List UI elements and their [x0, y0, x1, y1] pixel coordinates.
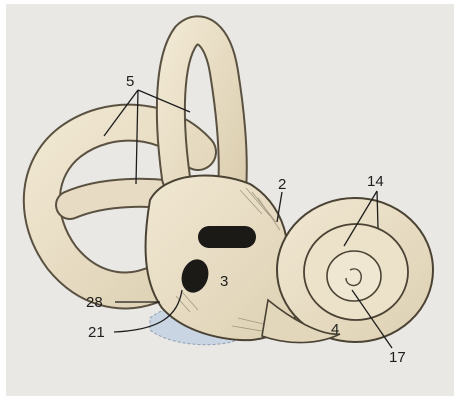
label-2: 2 [278, 176, 286, 193]
label-28: 28 [86, 294, 103, 311]
label-14: 14 [367, 173, 384, 190]
label-17: 17 [389, 349, 406, 366]
oval-window [198, 226, 256, 248]
label-3: 3 [220, 273, 228, 290]
label-5: 5 [126, 73, 134, 90]
label-4: 4 [331, 321, 339, 338]
label-21: 21 [88, 324, 105, 341]
